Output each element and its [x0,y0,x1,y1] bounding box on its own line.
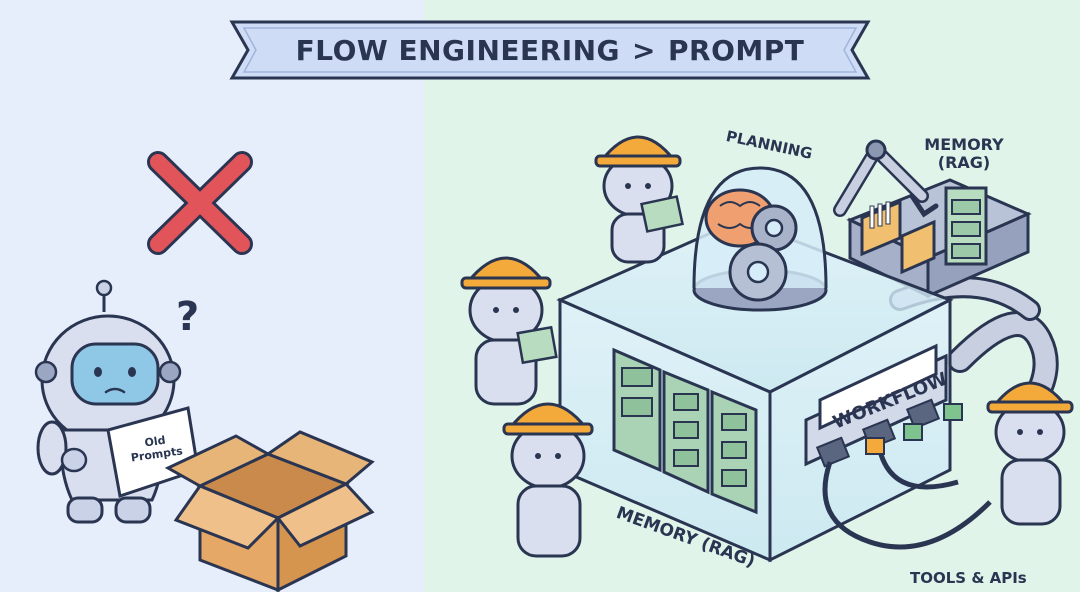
worker-robot-left [460,256,558,406]
title-banner [229,20,871,80]
confused-robot [34,279,196,524]
banner-title: FLOW ENGINEERING > PROMPT [230,20,870,80]
memory-rack-top [846,178,1032,299]
question-icon: ? [176,294,199,340]
memory-top-line1: MEMORY [924,135,1004,154]
planning-dome [692,166,828,312]
worker-robot-top [594,135,684,264]
robotic-arm-icon [833,139,939,218]
memory-top-line2: (RAG) [937,152,991,172]
gear-icon [728,204,798,302]
filing-cabinets [612,347,758,515]
cardboard-box-icon [164,430,375,592]
banner-right-text: PROMPT [668,33,805,67]
banner-left-text: FLOW ENGINEERING [295,33,621,67]
worker-robot-right [986,381,1074,526]
banner: FLOW ENGINEERING > PROMPT [230,20,870,80]
tools-label: TOOLS & APIs [910,569,1027,587]
workflow-panel [804,343,992,550]
worker-robot-bottom [502,402,594,558]
reject-x-icon [147,151,253,255]
memory-top-label: MEMORY (RAG) [918,136,1010,171]
banner-separator: > [632,33,657,67]
